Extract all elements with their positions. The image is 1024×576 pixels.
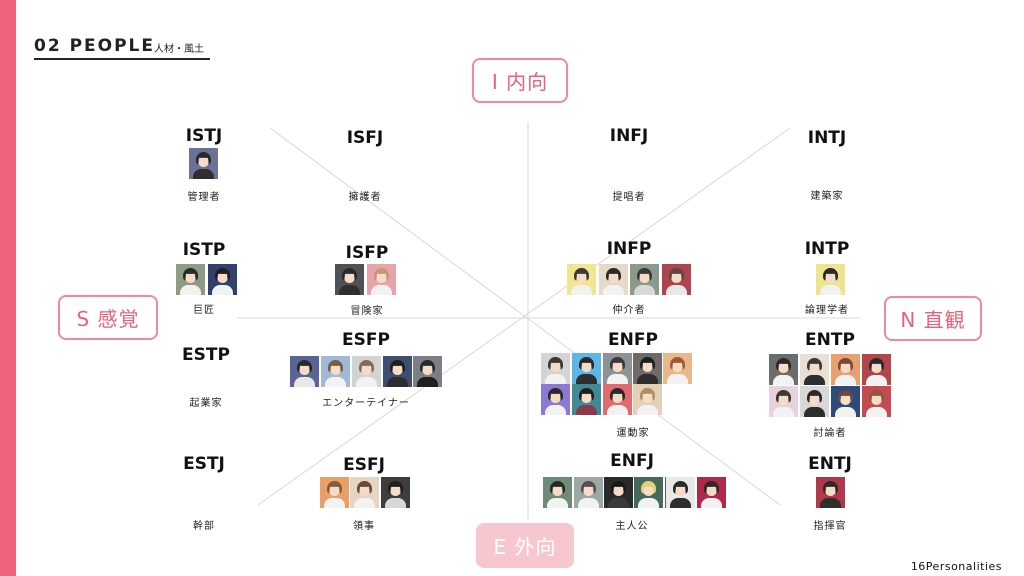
member-avatar bbox=[367, 264, 396, 295]
member-avatar bbox=[663, 353, 692, 384]
type-code-isfp: ISFP bbox=[345, 243, 389, 263]
axis-extravert: E 外向 bbox=[476, 523, 574, 568]
member-avatar bbox=[567, 264, 596, 295]
member-avatar bbox=[769, 386, 798, 417]
type-code-enfj: ENFJ bbox=[610, 451, 654, 471]
section-subtitle: 人材・風土 bbox=[154, 44, 204, 55]
member-avatar bbox=[543, 477, 572, 508]
member-avatar bbox=[604, 477, 633, 508]
member-avatar bbox=[603, 384, 632, 415]
member-avatar bbox=[599, 264, 628, 295]
type-code-entj: ENTJ bbox=[808, 454, 852, 474]
member-avatar bbox=[662, 264, 691, 295]
member-avatar bbox=[189, 148, 218, 179]
type-role-enfp: 運動家 bbox=[616, 428, 650, 439]
member-avatar bbox=[541, 353, 570, 384]
member-avatar bbox=[321, 356, 350, 387]
type-code-infj: INFJ bbox=[609, 126, 649, 146]
member-avatar bbox=[769, 354, 798, 385]
member-avatar bbox=[633, 353, 662, 384]
member-avatar bbox=[352, 356, 381, 387]
member-avatar bbox=[862, 386, 891, 417]
type-role-estp: 起業家 bbox=[189, 398, 223, 409]
member-avatar bbox=[572, 384, 601, 415]
type-code-intj: INTJ bbox=[807, 128, 847, 148]
member-avatar bbox=[208, 264, 237, 295]
type-role-istp: 巨匠 bbox=[193, 305, 215, 316]
type-role-enfj: 主人公 bbox=[615, 521, 649, 532]
member-avatar bbox=[383, 356, 412, 387]
member-avatar bbox=[176, 264, 205, 295]
member-avatar bbox=[800, 354, 829, 385]
source-label: 16Personalities bbox=[910, 560, 1002, 573]
type-role-istj: 管理者 bbox=[187, 192, 221, 203]
type-code-entp: ENTP bbox=[805, 330, 855, 350]
member-avatar bbox=[603, 353, 632, 384]
member-avatar bbox=[634, 477, 663, 508]
member-avatar bbox=[831, 354, 860, 385]
section-title: 02 PEOPLE bbox=[34, 36, 156, 56]
type-code-istj: ISTJ bbox=[185, 126, 223, 146]
type-code-enfp: ENFP bbox=[608, 330, 658, 350]
type-code-estj: ESTJ bbox=[183, 454, 225, 474]
member-avatar bbox=[666, 477, 695, 508]
type-role-intp: 論理学者 bbox=[805, 305, 849, 316]
member-avatar bbox=[541, 384, 570, 415]
type-role-esfp: エンターテイナー bbox=[322, 398, 410, 409]
type-code-esfp: ESFP bbox=[342, 330, 390, 350]
type-role-entj: 指揮官 bbox=[813, 521, 847, 532]
type-role-estj: 幹部 bbox=[193, 521, 215, 532]
type-role-isfj: 擁護者 bbox=[348, 192, 382, 203]
type-code-istp: ISTP bbox=[182, 240, 226, 260]
member-avatar bbox=[572, 353, 601, 384]
accent-stripe bbox=[0, 0, 16, 576]
member-avatar bbox=[381, 477, 410, 508]
member-avatar bbox=[413, 356, 442, 387]
member-avatar bbox=[290, 356, 319, 387]
axis-introvert: I 内向 bbox=[472, 58, 568, 103]
member-avatar bbox=[630, 264, 659, 295]
type-role-infj: 提唱者 bbox=[612, 192, 646, 203]
axis-intuition: N 直観 bbox=[884, 296, 982, 341]
member-avatar bbox=[335, 264, 364, 295]
type-code-esfj: ESFJ bbox=[343, 455, 385, 475]
member-avatar bbox=[633, 384, 662, 415]
member-avatar bbox=[862, 354, 891, 385]
type-code-intp: INTP bbox=[804, 239, 850, 259]
type-role-infp: 仲介者 bbox=[612, 305, 646, 316]
member-avatar bbox=[800, 386, 829, 417]
section-header: 02 PEOPLE 人材・風土 bbox=[34, 36, 210, 60]
member-avatar bbox=[697, 477, 726, 508]
member-avatar bbox=[816, 264, 845, 295]
member-avatar bbox=[574, 477, 603, 508]
member-avatar bbox=[831, 386, 860, 417]
type-role-isfp: 冒険家 bbox=[350, 306, 384, 317]
type-role-intj: 建築家 bbox=[810, 191, 844, 202]
member-avatar bbox=[320, 477, 349, 508]
member-avatar bbox=[816, 477, 845, 508]
type-code-infp: INFP bbox=[606, 239, 652, 259]
type-role-entp: 討論者 bbox=[813, 428, 847, 439]
axis-sensing: S 感覚 bbox=[58, 295, 158, 340]
member-avatar bbox=[350, 477, 379, 508]
type-role-esfj: 領事 bbox=[353, 521, 375, 532]
type-code-isfj: ISFJ bbox=[346, 128, 384, 148]
type-code-estp: ESTP bbox=[182, 345, 230, 365]
